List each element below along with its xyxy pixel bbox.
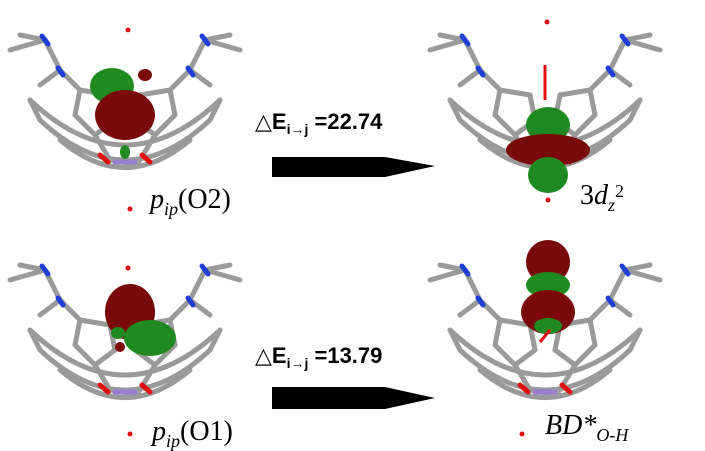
top-donor-label: pip(O2) [148, 184, 231, 219]
bottom-acceptor-molecule [430, 240, 660, 437]
bottom-energy-label: △Ei→j =13.79 [255, 343, 382, 371]
bottom-energy-arrow [272, 387, 435, 409]
top-acceptor-molecule [430, 19, 660, 203]
bottom-donor-label: pip(O1) [150, 416, 233, 451]
top-energy-arrow [272, 157, 435, 177]
bottom-donor-molecule [10, 265, 240, 437]
top-energy-label: △Ei→j =22.74 [255, 109, 383, 137]
top-acceptor-label: 3dz2 [580, 180, 624, 215]
top-donor-molecule [10, 27, 240, 212]
bottom-acceptor-label: BD*O-H [545, 410, 629, 445]
